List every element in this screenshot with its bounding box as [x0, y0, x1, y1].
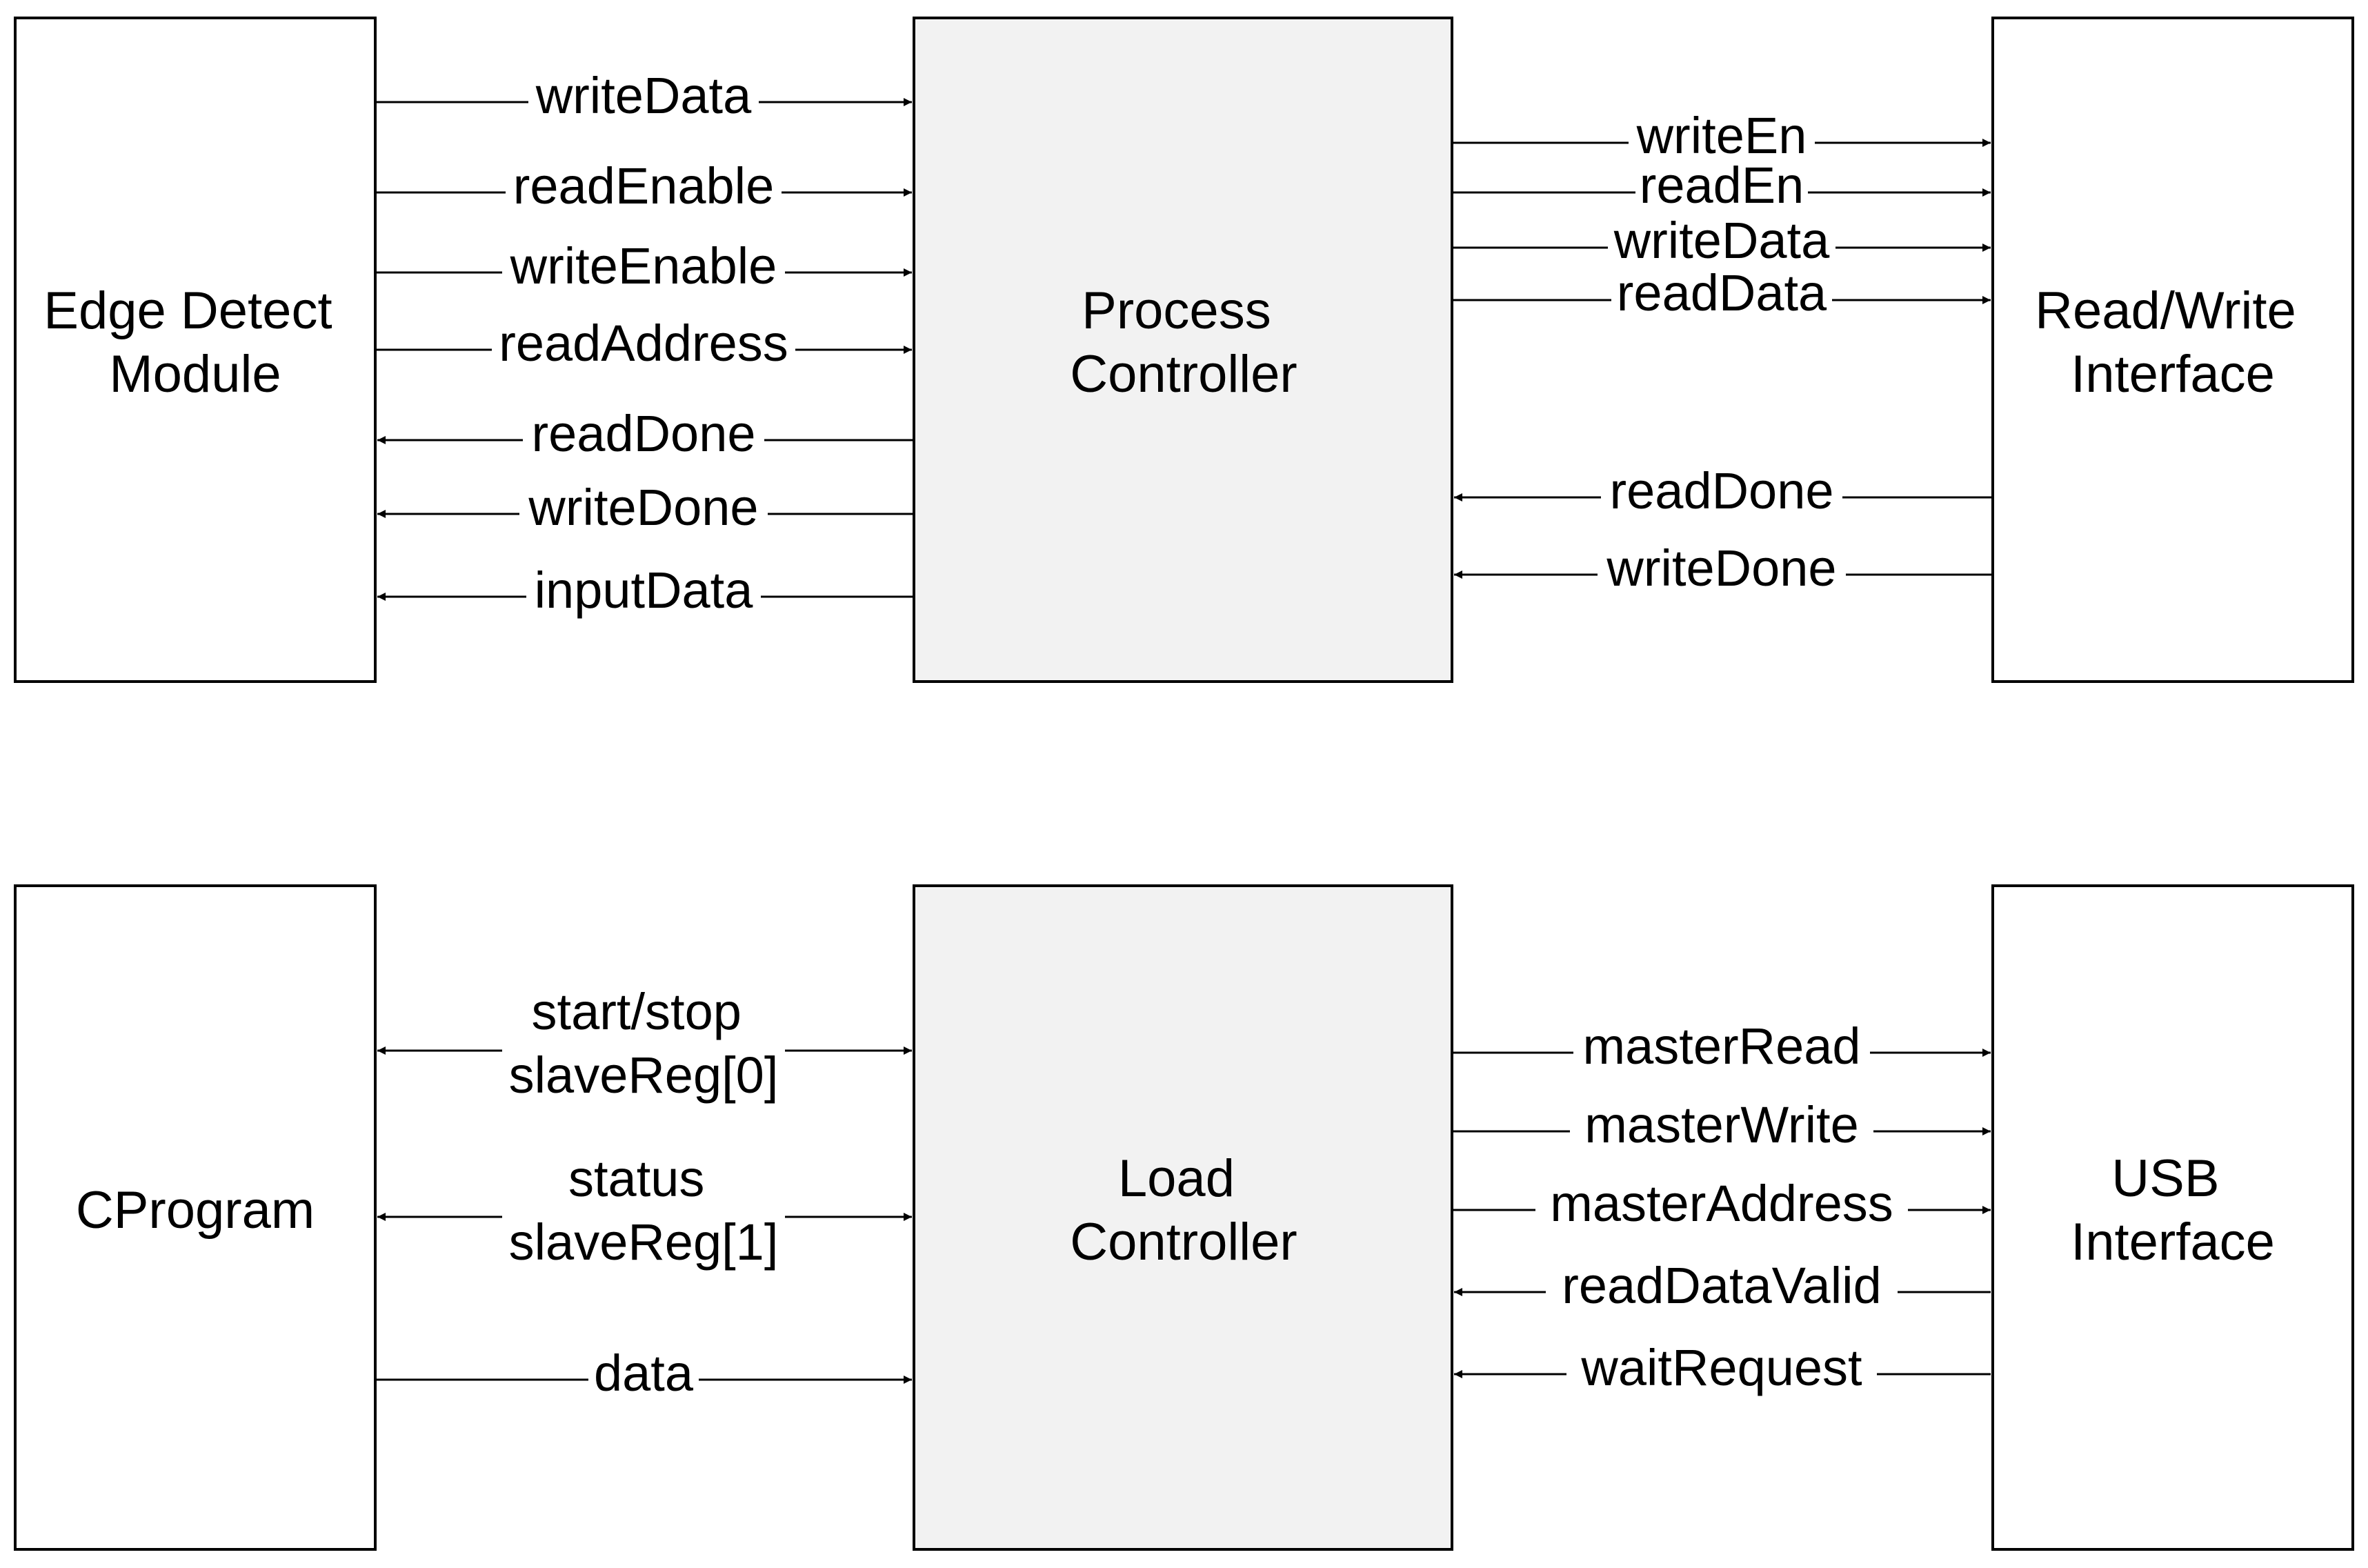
- signal-readEn: readEn: [1452, 157, 1991, 214]
- svg-text:writeDone: writeDone: [528, 479, 758, 536]
- signal-waitRequest: waitRequest: [1454, 1339, 1991, 1396]
- process-controller-block: [913, 17, 1453, 683]
- signal-masterRead: masterRead: [1452, 1018, 1991, 1075]
- usb-interface-block: [1991, 884, 2354, 1551]
- signal-writeEnable: writeEnable: [375, 237, 912, 295]
- svg-text:readDataValid: readDataValid: [1562, 1257, 1881, 1314]
- svg-text:writeData: writeData: [535, 67, 752, 124]
- signal-data: data: [375, 1344, 912, 1402]
- load-controller-label: Load Controller: [1070, 1149, 1297, 1271]
- edge-process-signals: writeData readEnable writeEnable readAdd…: [375, 67, 914, 619]
- svg-text:writeData: writeData: [1613, 212, 1830, 269]
- svg-text:readEn: readEn: [1640, 157, 1804, 214]
- svg-text:masterWrite: masterWrite: [1584, 1096, 1858, 1153]
- signal-readEnable: readEnable: [375, 157, 912, 215]
- svg-text:writeEn: writeEn: [1636, 107, 1807, 164]
- signal-writeDone: writeDone: [377, 479, 914, 536]
- svg-text:status slaveReg[1]: status slaveReg[1]: [509, 1150, 779, 1271]
- cprogram-block: [14, 884, 377, 1551]
- edge-detect-module-block: [14, 17, 377, 683]
- signal-readAddress: readAddress: [375, 315, 912, 372]
- signal-writeData-rw: writeData: [1452, 212, 1991, 269]
- svg-text:masterAddress: masterAddress: [1550, 1175, 1893, 1232]
- signal-readData: readData: [1452, 264, 1991, 321]
- signal-readDone: readDone: [377, 405, 914, 462]
- svg-text:start/stop slaveReg[0]: start/stop slaveReg[0]: [509, 983, 779, 1104]
- signal-writeDone-rw: writeDone: [1454, 539, 1993, 597]
- signal-status: status slaveReg[1]: [377, 1147, 912, 1282]
- svg-text:readDone: readDone: [1609, 462, 1833, 519]
- svg-text:data: data: [594, 1344, 694, 1402]
- svg-text:readData: readData: [1617, 264, 1827, 321]
- process-rw-signals: writeEn readEn writeData readData readDo…: [1452, 107, 1993, 597]
- read-write-interface-label: Read/Write Interface: [2035, 281, 2311, 404]
- svg-text:waitRequest: waitRequest: [1580, 1339, 1862, 1396]
- svg-text:readDone: readDone: [531, 405, 755, 462]
- svg-text:readEnable: readEnable: [513, 157, 775, 215]
- signal-inputData: inputData: [377, 562, 914, 619]
- cprogram-load-signals: start/stop slaveReg[0] status slaveReg[1…: [375, 980, 912, 1402]
- read-write-interface-block: [1991, 17, 2354, 683]
- usb-interface-label: USB Interface: [2071, 1149, 2275, 1271]
- signal-masterAddress: masterAddress: [1452, 1175, 1991, 1232]
- svg-text:masterRead: masterRead: [1582, 1018, 1860, 1075]
- cprogram-label: CProgram: [76, 1181, 315, 1240]
- signal-writeEn: writeEn: [1452, 107, 1991, 164]
- signal-readDone-rw: readDone: [1454, 462, 1993, 519]
- svg-text:writeDone: writeDone: [1606, 539, 1836, 597]
- signal-readDataValid: readDataValid: [1454, 1257, 1991, 1314]
- svg-text:readAddress: readAddress: [499, 315, 788, 372]
- edge-detect-module-label: Edge Detect Module: [43, 281, 346, 404]
- svg-text:writeEnable: writeEnable: [510, 237, 777, 295]
- load-usb-signals: masterRead masterWrite masterAddress rea…: [1452, 1018, 1991, 1396]
- signal-start-stop: start/stop slaveReg[0]: [377, 980, 912, 1114]
- load-controller-block: [913, 884, 1453, 1551]
- signal-masterWrite: masterWrite: [1452, 1096, 1991, 1153]
- signal-writeData: writeData: [375, 67, 912, 124]
- process-controller-label: Process Controller: [1070, 281, 1297, 404]
- svg-text:inputData: inputData: [535, 562, 754, 619]
